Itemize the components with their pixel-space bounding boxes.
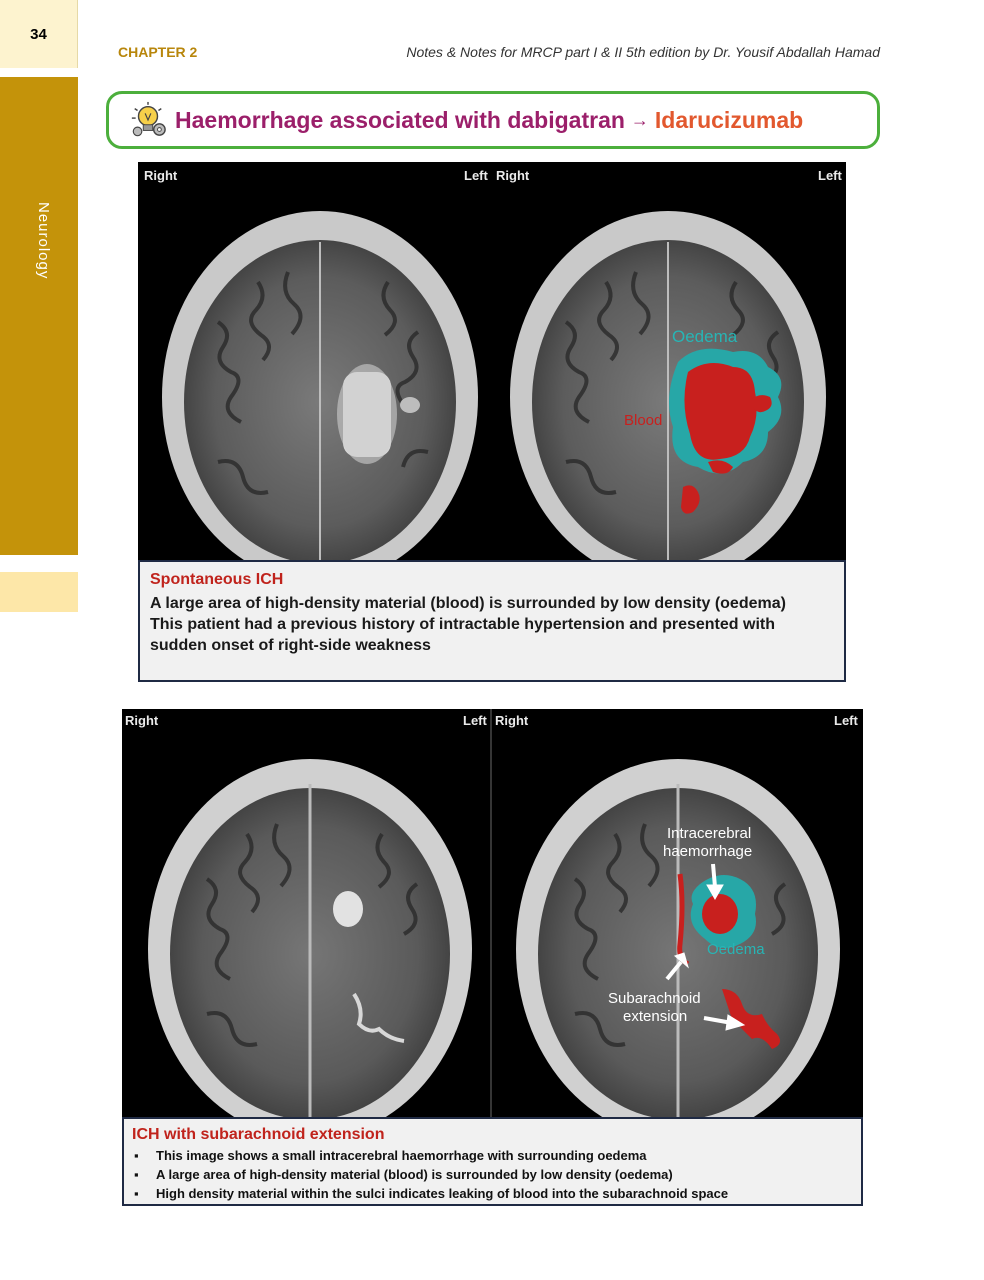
fig2-right-side-left-label: Left (834, 713, 858, 728)
figure-1-caption: Spontaneous ICH A large area of high-den… (138, 560, 846, 682)
ct-scan-right-2 (516, 759, 840, 1117)
ct-figure-1: Right Left Right Left Oedema Blood (138, 162, 846, 560)
figure-1-caption-title: Spontaneous ICH (150, 571, 284, 588)
section-tab-label: Neurology (35, 202, 52, 280)
fig2-ich-label-line1: Intracerebral (667, 825, 752, 842)
title-drug: Idarucizumab (654, 106, 804, 133)
fig2-right-side-right-label: Right (495, 713, 529, 728)
page-number-box: 34 (0, 0, 78, 68)
page-number: 34 (30, 25, 47, 43)
ct-figure-2: Right Left Right Left Intracerebral haem… (122, 709, 863, 1117)
fig2-left-side-right-label: Right (125, 713, 159, 728)
ct-scan-left-1 (162, 211, 478, 560)
ct-scan-left-2 (148, 759, 472, 1117)
fig1-oedema-label: Oedema (672, 327, 738, 346)
book-title: Notes & Notes for MRCP part I & II 5th e… (406, 44, 880, 60)
fig1-right-side-right-label: Right (496, 168, 530, 183)
fig1-blood-label: Blood (624, 412, 663, 429)
fig2-ich-label-line2: haemorrhage (663, 843, 753, 860)
figure-2-caption-title: ICH with subarachnoid extension (132, 1126, 385, 1143)
ct-scan-pair-1 (162, 211, 826, 560)
fig1-left-side-right-label: Right (144, 168, 178, 183)
list-item: A large area of high-density material (b… (132, 1165, 853, 1184)
fig1-right-side-left-label: Left (818, 168, 842, 183)
figure-1-caption-line-1: A large area of high-density material (b… (150, 595, 786, 612)
figure-1-caption-line-2: This patient had a previous history of i… (150, 616, 775, 654)
fig1-left-side-left-label: Left (464, 168, 488, 183)
lightbulb-gear-icon (131, 101, 166, 137)
fig2-sah-label-line2: extension (623, 1008, 688, 1025)
fig2-oedema-label: Oedema (707, 941, 765, 958)
title-box: Haemorrhage associated with dabigatran →… (106, 91, 880, 149)
ct-scan-right-1 (510, 211, 826, 560)
fig2-left-side-left-label: Left (463, 713, 487, 728)
chapter-label: CHAPTER 2 (118, 44, 198, 60)
title-text: Haemorrhage associated with dabigatran (175, 106, 625, 133)
figure-2-caption: ICH with subarachnoid extension This ima… (122, 1117, 863, 1206)
title-arrow: → (630, 109, 649, 130)
fig2-sah-label-line1: Subarachnoid (608, 990, 701, 1007)
ct-scan-pair-2 (148, 709, 840, 1117)
section-tab-small (0, 572, 78, 612)
figure-2-caption-list: This image shows a small intracerebral h… (132, 1146, 853, 1203)
list-item: High density material within the sulci i… (132, 1184, 853, 1203)
list-item: This image shows a small intracerebral h… (132, 1146, 853, 1165)
section-tab: Neurology (0, 77, 78, 555)
